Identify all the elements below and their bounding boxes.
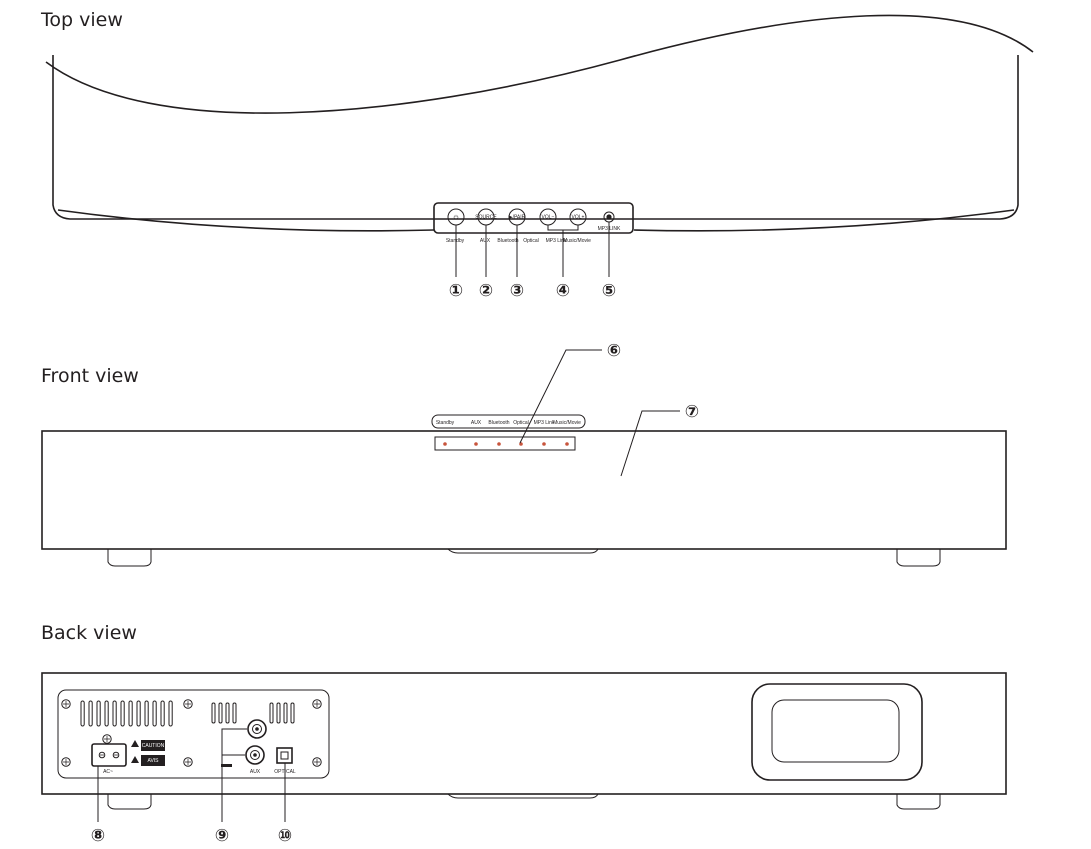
front-label-strip (431, 414, 586, 429)
led-optical (519, 442, 523, 446)
callout-5: ⑤ (602, 281, 616, 301)
bass-port-inner (771, 699, 900, 763)
back-view-title: Back view (41, 622, 137, 644)
front-view-title: Front view (41, 365, 139, 387)
front-label-aux: AUX (471, 420, 482, 426)
top-view-front-edge (57, 209, 1015, 232)
aviso-text: AVIS (147, 758, 159, 764)
ac-power-inlet[interactable] (91, 743, 127, 767)
led-bluetooth (497, 442, 501, 446)
front-label-music-movie: Music/Movie (553, 420, 581, 426)
back-view-bottom-notch (447, 793, 599, 799)
top-label-optical: Optical (523, 238, 539, 244)
front-foot-right (896, 549, 941, 567)
top-label-standby: Standby (446, 238, 465, 244)
front-label-optical: Optical (513, 420, 529, 426)
volume-down-button-label: VOL− (542, 215, 555, 221)
vent-middle (211, 702, 237, 724)
callout-7: ⑦ (685, 402, 699, 422)
front-view: Front view Standby AUX Bluetooth Optical… (41, 341, 1007, 567)
mp3-link-jack[interactable] (603, 211, 615, 223)
top-label-bluetooth: Bluetooth (497, 238, 518, 244)
source-button-label: SOURCE (475, 215, 497, 221)
aux-indicator (221, 764, 232, 767)
callout-10: ⑩ (278, 826, 292, 846)
front-led-strip (434, 436, 576, 451)
callout-6: ⑥ (607, 341, 621, 361)
front-label-bluetooth: Bluetooth (488, 420, 509, 426)
plate-screws (61, 699, 322, 767)
optical-input-port[interactable] (276, 747, 293, 764)
back-leader-lines (97, 728, 286, 822)
top-control-panel (433, 202, 634, 234)
caution-label: CAUTION AVIS (131, 740, 165, 766)
back-foot-left (107, 794, 152, 810)
top-view-title: Top view (40, 9, 123, 31)
aux-rca-jack-upper[interactable] (247, 719, 267, 739)
front-label-mp3-link: MP3 Link (534, 420, 555, 426)
top-leader-lines (455, 222, 610, 277)
vent-right (269, 702, 295, 724)
callout-8: ⑧ (91, 826, 105, 846)
top-label-aux: AUX (480, 238, 491, 244)
volume-up-button-label: VOL+ (572, 215, 585, 221)
front-label-standby: Standby (436, 420, 455, 426)
callout-9: ⑨ (215, 826, 229, 846)
aux-rca-jack-lower[interactable] (245, 745, 265, 765)
power-icon: ⏻ (454, 215, 459, 222)
back-connector-plate (57, 689, 330, 779)
back-view: Back view (41, 622, 1007, 846)
back-foot-right (896, 794, 941, 810)
led-mp3-link (542, 442, 546, 446)
volume-down-button[interactable]: VOL− (539, 208, 557, 226)
callout-3: ③ (510, 281, 524, 301)
callout-4: ④ (556, 281, 570, 301)
top-view-body-sides (52, 55, 1019, 220)
back-view-body (41, 672, 1007, 795)
play-pair-button[interactable]: ▶/PAIR (508, 208, 526, 226)
front-leader-6 (519, 349, 602, 444)
caution-text: CAUTION (142, 743, 165, 749)
front-view-bottom-notch (447, 548, 599, 554)
top-view: Top view ⏻ SOURCE ▶/PAIR VOL− VOL+ (40, 9, 1034, 301)
callout-1: ① (449, 281, 463, 301)
top-label-music-movie: Music/Movie (563, 238, 591, 244)
front-foot-left (107, 549, 152, 567)
ac-label: AC~ (103, 769, 113, 775)
play-pair-button-label: ▶/PAIR (509, 215, 526, 221)
top-view-body-outline (45, 14, 1034, 114)
vent-left (80, 700, 173, 727)
aux-label: AUX (250, 769, 261, 775)
volume-up-button[interactable]: VOL+ (569, 208, 587, 226)
top-label-mp3-link: MP3 Link (546, 238, 567, 244)
led-standby (443, 442, 447, 446)
standby-button[interactable]: ⏻ (447, 208, 465, 226)
front-view-body (41, 430, 1007, 550)
callout-2: ② (479, 281, 493, 301)
front-leader-7 (620, 410, 680, 477)
led-music-movie (565, 442, 569, 446)
source-button[interactable]: SOURCE (475, 208, 497, 226)
led-aux (474, 442, 478, 446)
bass-port-outer (751, 683, 923, 781)
